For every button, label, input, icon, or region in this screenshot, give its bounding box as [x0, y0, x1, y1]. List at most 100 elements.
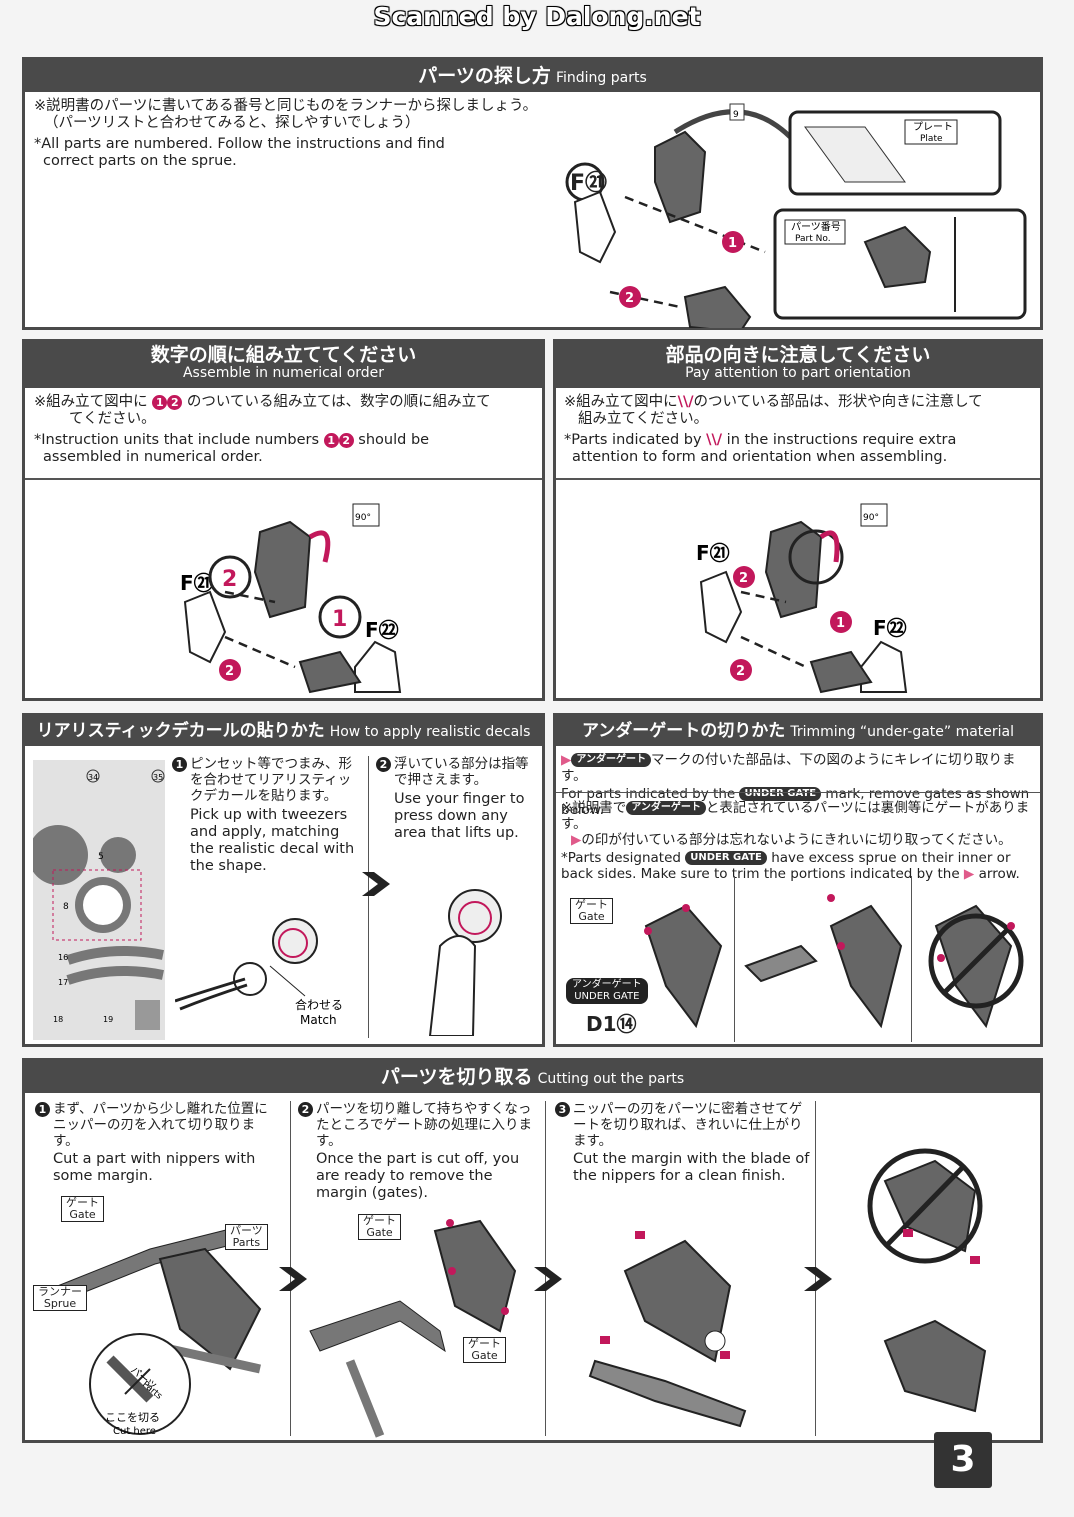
undergate-step2-illustration	[744, 894, 903, 1029]
finger-press-illustration	[428, 889, 502, 1036]
svg-text:8: 8	[63, 902, 69, 912]
numerical-en-line2: assembled in numerical order.	[43, 449, 263, 465]
cutting-step3-en: Cut the margin with the blade of the nip…	[573, 1151, 810, 1184]
cutting-step2-illustration	[309, 1219, 517, 1438]
finding-text: ※説明書のパーツに書いてある番号と同じものをランナーから探しましょう。 （パーツ…	[34, 98, 634, 170]
step3-nippers-icon	[588, 1359, 747, 1428]
note1-pill: アンダーゲート	[626, 801, 706, 815]
undergate-header: アンダーゲートの切りかた Trimming “under-gate” mater…	[556, 716, 1040, 746]
orientation-robot-leg	[809, 650, 873, 694]
note2: の印が付いている部分は忘れないようにきれいに切り取ってください。	[581, 832, 1012, 848]
note3-post: have excess sprue on their inner or	[771, 850, 1011, 866]
numerical-part-b: F㉒	[365, 618, 399, 642]
undergate-step1-illustration	[644, 904, 723, 1029]
orientation-divider	[556, 478, 1040, 480]
cutting-header: パーツを切り取る Cutting out the parts	[25, 1061, 1040, 1093]
numerical-illustration: 90° F㉑ 2 1 F㉒ 2	[180, 503, 402, 694]
plate-tag-en: Plate	[920, 134, 943, 144]
plate-tag	[904, 119, 958, 145]
orientation-en-line2: attention to form and orientation when a…	[572, 449, 948, 465]
decal-curved-strip	[66, 946, 164, 965]
orientation-part-a: F㉑	[696, 541, 730, 565]
orientation-rotate-arrow	[819, 530, 840, 563]
orientation-armor-left	[699, 570, 743, 644]
orientation-dash-1	[740, 590, 787, 604]
prohibited-icon	[928, 913, 1024, 1009]
orientation-rotate-marker	[860, 503, 888, 527]
decals-step2-jp: 浮いている部分は指等で押さえます。	[394, 756, 529, 788]
cutting-step1-illustration: パーツ Parts ここを切る Cut here	[49, 1228, 262, 1437]
orientation-step-2-small	[730, 659, 752, 681]
partno-tag-jp: パーツ番号	[791, 221, 841, 233]
note3-pill: UNDER GATE	[685, 851, 767, 865]
pressed-part	[448, 889, 502, 943]
numerical-en-post: should be	[358, 432, 430, 448]
svg-text:2: 2	[736, 664, 745, 679]
note1-post: と表記されているパーツには裏側等にゲートがあります。	[561, 800, 1030, 832]
undergate-part-shape-2	[829, 904, 903, 1029]
sprue-branch	[169, 1344, 261, 1374]
undergate-pill-en: UNDER GATE	[739, 787, 822, 801]
finding-title-jp: パーツの探し方	[418, 65, 551, 87]
partno-part-shape	[863, 225, 932, 289]
undergate-title-en: Trimming “under-gate” material	[790, 724, 1015, 740]
numerical-jp-line2: てください。	[69, 411, 156, 427]
rotate-90-marker	[352, 503, 380, 527]
orientation-dash-2	[740, 635, 807, 669]
orientation-text: ※組み立て図中に\\/のついている部品は、形状や向きに注意して 組み立てください…	[564, 394, 1039, 466]
decal-round-large	[33, 825, 88, 885]
cutting-step1-jp: まず、パーツから少し離れた位置にニッパーの刃を入れて切り取ります。	[53, 1101, 268, 1149]
finding-parts-header: パーツの探し方 Finding parts	[25, 60, 1040, 92]
badge-1-en: 1	[323, 432, 339, 448]
svg-text:1: 1	[332, 607, 347, 632]
orientation-jp-post: のついている部品は、形状や向きに注意して	[693, 394, 983, 410]
numerical-robot-leg	[298, 650, 362, 694]
orientation-title-jp: 部品の向きに注意してください	[665, 344, 931, 366]
undergate-gate-jp: ゲート	[575, 898, 608, 911]
svg-text:5: 5	[98, 852, 104, 862]
undergate-part-label: D1⑭	[586, 1012, 637, 1036]
undergate-line2-pre: For parts indicated by the	[561, 786, 736, 802]
numerical-order-panel: 数字の順に組み立ててください Assemble in numerical ord…	[22, 339, 545, 701]
cutting-step1-en: Cut a part with nippers with some margin…	[53, 1151, 256, 1184]
undergate-step3-illustration	[928, 904, 1024, 1029]
match-label-en: Match	[300, 1013, 337, 1027]
numerical-divider	[25, 478, 542, 480]
decal-sheet: 34 35 5 8 16 17 18 19	[33, 760, 165, 1040]
decals-step2-en: Use your finger to press down any area t…	[394, 791, 525, 841]
undergate-line1: マークの付いた部品は、下の図のようにキレイに切り取ります。	[561, 752, 1016, 784]
orientation-step-1	[830, 611, 852, 633]
decals-title-jp: リアリスティックデカールの貼りかた	[36, 721, 325, 741]
tweezers-illustration: 合わせる Match	[175, 918, 343, 1027]
orientation-part-b: F㉒	[873, 616, 907, 640]
partno-tag	[784, 219, 846, 245]
cut-here-jp: ここを切る	[105, 1411, 160, 1424]
plate-shape	[804, 126, 906, 183]
undergate-panel: アンダーゲートの切りかた Trimming “under-gate” mater…	[553, 713, 1043, 1047]
note2-pointer-icon: ▶	[571, 832, 582, 848]
numerical-step-2-small	[219, 659, 241, 681]
finger-icon	[428, 935, 477, 1036]
decals-step1-en: Pick up with tweezers and apply, matchin…	[190, 807, 355, 874]
decals-arrow-icon	[362, 872, 390, 896]
numerical-dash-2	[224, 635, 296, 669]
rotation-marker	[729, 103, 745, 121]
undergate-badge-jp: アンダーゲート	[572, 979, 642, 990]
undergate-text: ▶アンダーゲートマークの付いた部品は、下の図のようにキレイに切り取ります。 Fo…	[561, 752, 1041, 818]
undergate-badge-en: UNDER GATE	[574, 991, 640, 1002]
orientation-header: 部品の向きに注意してください Pay attention to part ori…	[556, 342, 1040, 388]
svg-text:1: 1	[728, 236, 737, 251]
orientation-en-post: in the instructions require extra	[726, 432, 957, 448]
nippers-icon	[744, 944, 818, 983]
svg-text:34: 34	[88, 773, 98, 782]
orientation-step-2	[733, 566, 755, 588]
note3-pre: *Parts designated	[561, 850, 681, 866]
orientation-rotation: 90°	[863, 513, 879, 523]
